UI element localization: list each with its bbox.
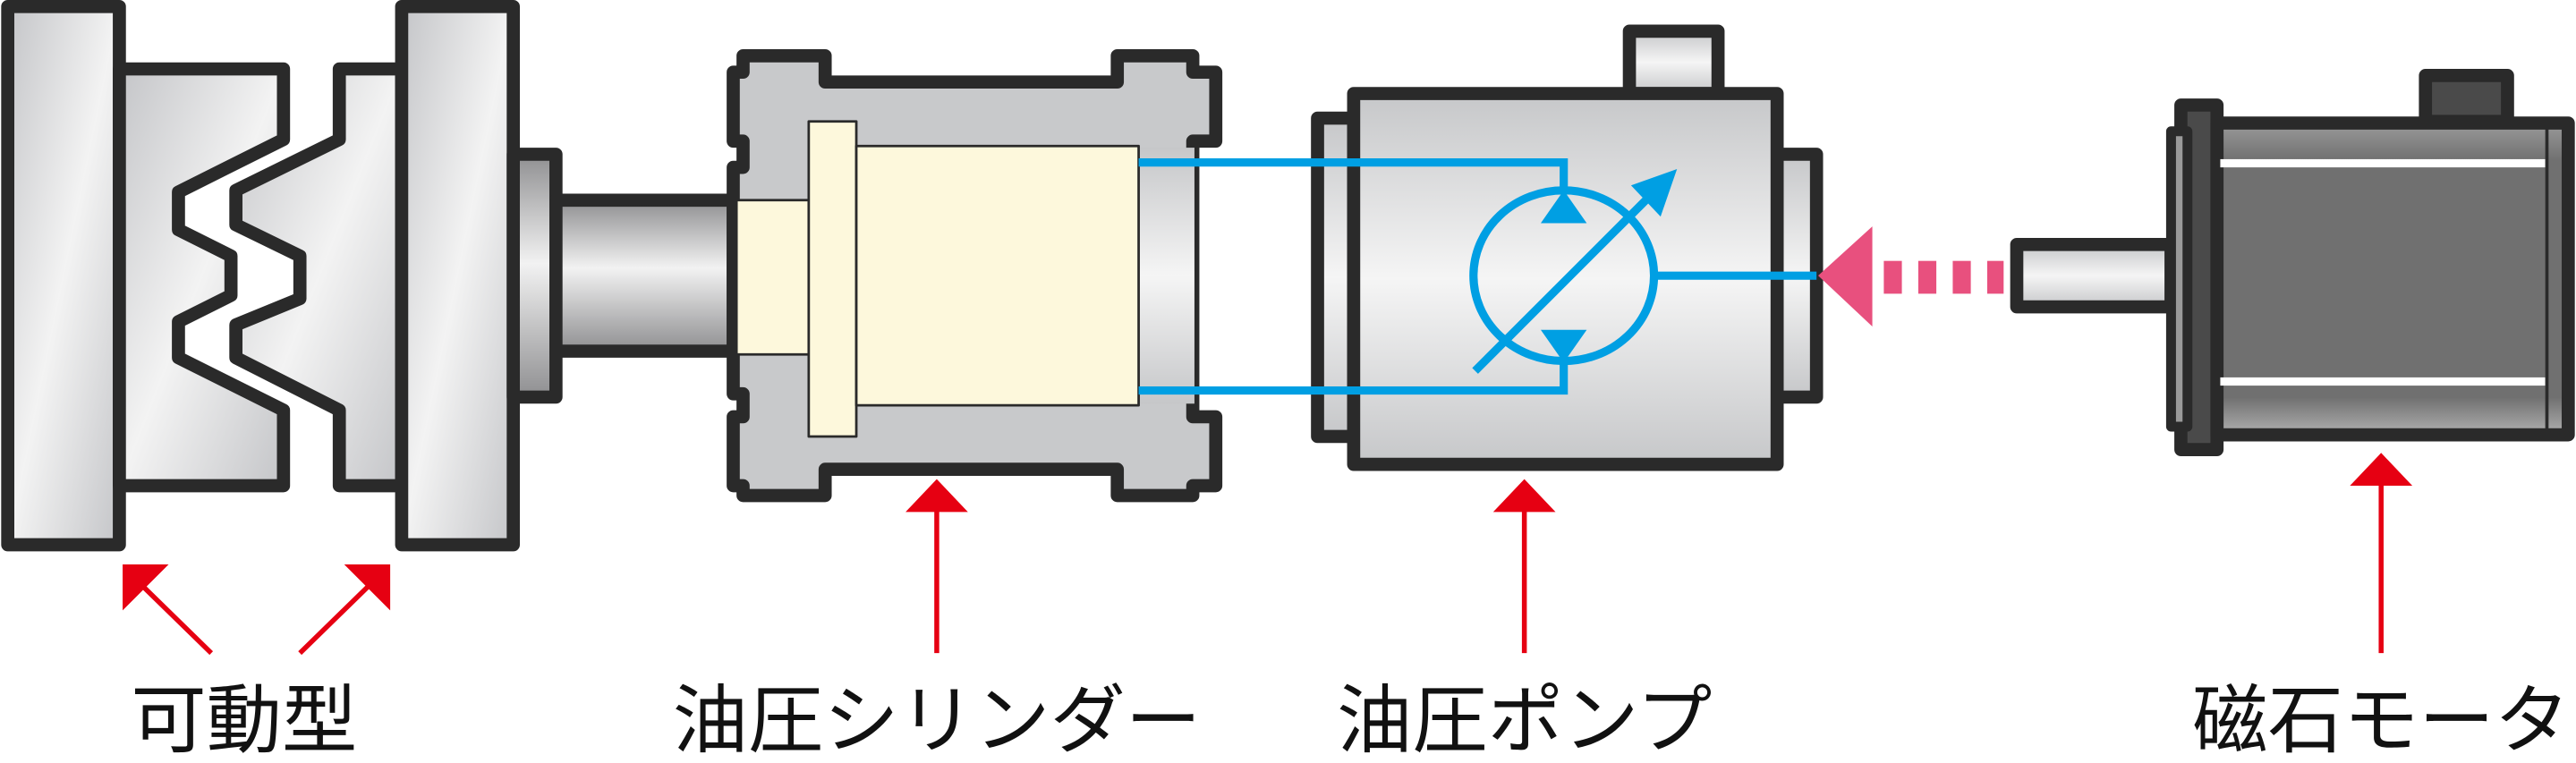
motor-stripe-top xyxy=(2220,158,2546,168)
drive-arrow xyxy=(1818,226,2004,327)
mold-pointer-left-head-icon xyxy=(123,564,169,611)
platen-flange xyxy=(506,148,563,404)
movable-mold-assembly xyxy=(1,0,740,552)
hydraulic-pump xyxy=(1311,24,1824,471)
hydraulic-fluid-chamber xyxy=(854,144,1140,407)
motor-top-connector xyxy=(2419,69,2514,129)
cylinder-pointer-head-icon xyxy=(905,479,968,513)
motor-body xyxy=(2210,116,2575,442)
drive-arrow-head-icon xyxy=(1818,226,1873,327)
left-platen xyxy=(1,0,126,552)
mold-half-left xyxy=(113,62,291,493)
variable-arrow-head-icon xyxy=(1630,168,1678,217)
piston-head xyxy=(807,120,858,438)
flow-up-triangle-icon xyxy=(1540,190,1587,224)
mold-pointer-right xyxy=(298,583,371,656)
motor-flange-plate xyxy=(2165,126,2193,432)
piston-rod xyxy=(549,193,740,358)
motor-shaft xyxy=(2010,237,2178,314)
drive-dash xyxy=(1917,260,1937,294)
flow-down-triangle-icon xyxy=(1540,329,1587,363)
variable-pump-symbol xyxy=(1469,168,1678,374)
drive-dash xyxy=(1952,260,1971,294)
mold-pointer-left xyxy=(140,583,214,656)
mold-pointer-right-head-icon xyxy=(344,564,391,611)
label-magnet-motor: 磁石モータ xyxy=(2192,677,2570,763)
cylinder-bore xyxy=(1138,148,1194,404)
label-hydraulic-cylinder: 油圧シリンダー xyxy=(673,677,1202,763)
hydraulic-lines xyxy=(1138,158,1817,395)
labels: 可動型 油圧シリンダー 油圧ポンプ 磁石モータ xyxy=(131,677,2570,763)
pump-top-port xyxy=(1622,24,1725,100)
variable-arrow-shaft xyxy=(1472,187,1659,374)
magnet-motor xyxy=(2010,69,2575,456)
motor-stripe-bottom xyxy=(2220,377,2546,386)
pump-pointer-head-icon xyxy=(1492,479,1556,513)
return-line xyxy=(1138,360,1569,395)
motor-pointer-head-icon xyxy=(2350,453,2413,486)
label-hydraulic-pump: 油圧ポンプ xyxy=(1337,677,1712,763)
drive-dash xyxy=(1986,260,2004,294)
pointer-arrows xyxy=(123,453,2413,656)
mold-half-right xyxy=(229,62,409,493)
label-movable-mold: 可動型 xyxy=(131,677,357,763)
right-platen xyxy=(395,0,520,552)
supply-line xyxy=(1138,158,1569,191)
drive-dash xyxy=(1883,260,1902,294)
rod-inside-cylinder xyxy=(735,199,811,356)
hydraulic-cylinder xyxy=(727,49,1223,503)
